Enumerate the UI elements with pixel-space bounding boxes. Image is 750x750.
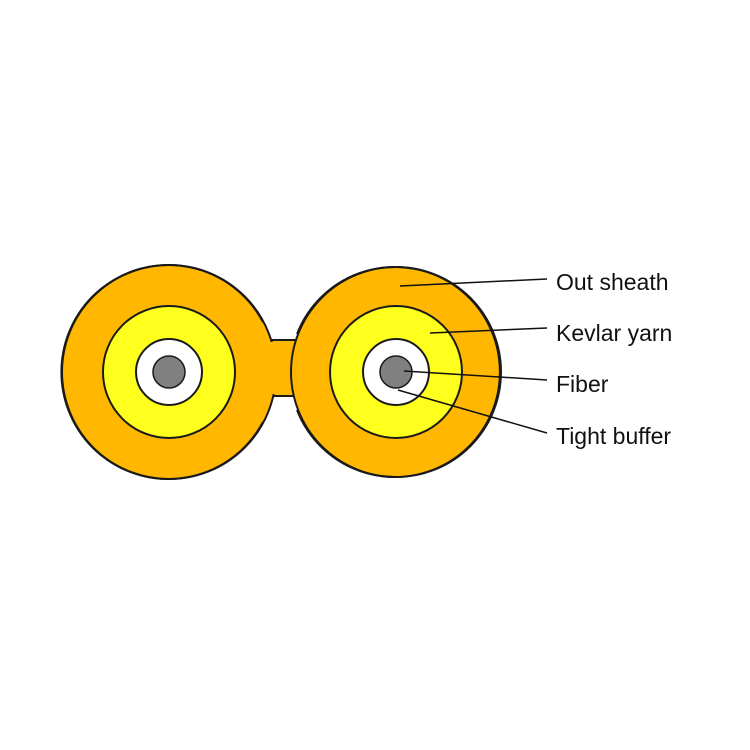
label-kevlar-yarn: Kevlar yarn bbox=[556, 320, 672, 346]
label-fiber: Fiber bbox=[556, 371, 609, 397]
leader-line-out-sheath bbox=[399, 278, 548, 287]
right-sheath-outline-overlay bbox=[296, 266, 501, 478]
right-cable bbox=[290, 266, 502, 478]
left-sheath-outline-overlay bbox=[60, 264, 264, 480]
left-fiber bbox=[152, 355, 186, 389]
left-cable bbox=[61, 264, 277, 480]
leader-line-kevlar-yarn bbox=[429, 327, 548, 334]
leader-line-tight-buffer bbox=[397, 389, 548, 434]
label-tight-buffer: Tight buffer bbox=[556, 423, 671, 449]
leader-line-fiber bbox=[403, 370, 548, 381]
label-out-sheath: Out sheath bbox=[556, 269, 669, 295]
right-fiber bbox=[379, 355, 413, 389]
